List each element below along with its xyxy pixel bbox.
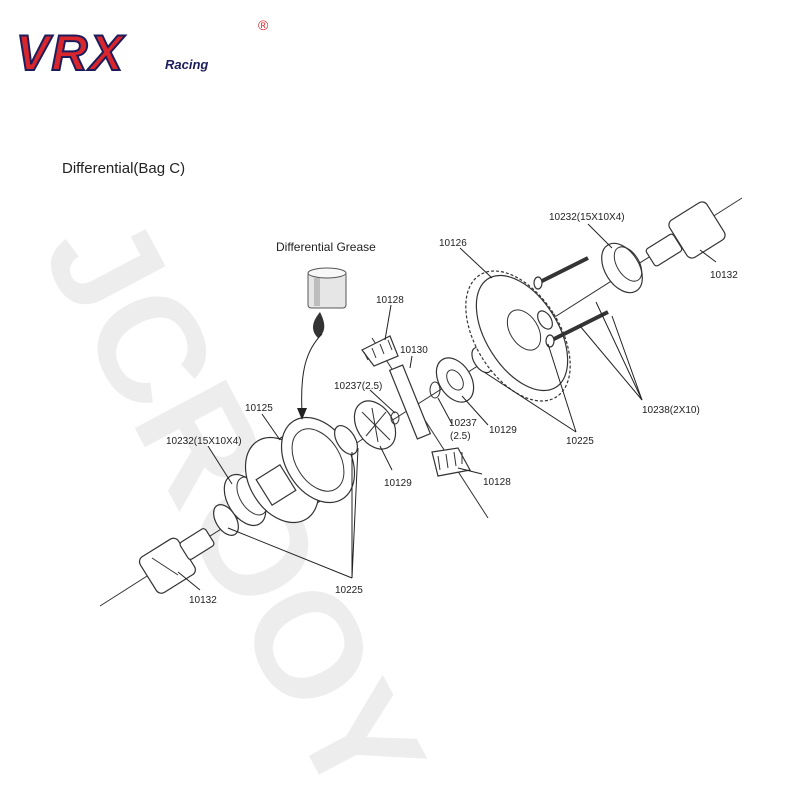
pinion-gear-top [361,335,399,367]
label-10129-left: 10129 [384,478,412,489]
label-10132-right: 10132 [710,270,738,281]
outdrive-right [645,201,726,267]
label-10128-top: 10128 [376,295,404,306]
pinion-gear-bottom [431,447,471,477]
label-10132-left: 10132 [189,595,217,606]
logo-backdrop [8,30,240,70]
spider-gear-left [353,400,397,450]
spider-gear-right [435,357,475,403]
cross-pin [388,364,432,440]
eclip-mid [429,381,441,399]
label-10232-right: 10232(15X10X4) [549,212,625,223]
label-10130: 10130 [400,345,428,356]
outdrive-left [138,528,215,594]
label-10237-mid-size: (2.5) [450,431,471,442]
pinion-axis-line [371,337,489,519]
bearing-right [601,242,643,294]
grease-label: Differential Grease [276,240,376,254]
grease-arrow [301,333,323,413]
label-10238: 10238(2X10) [642,405,700,416]
vrx-logo: VRX Racing ® [8,17,269,82]
label-10237-left: 10237(2.5) [334,381,382,392]
page-title: Differential(Bag C) [62,160,185,177]
registered-mark: ® [258,17,269,33]
label-10225-right: 10225 [566,436,594,447]
label-10125: 10125 [245,403,273,414]
eclip-left [390,411,400,425]
label-10225-bottom: 10225 [335,585,363,596]
case-oring [333,425,359,455]
ring-gear [465,270,571,402]
leader-lines [177,223,717,591]
label-10232-left: 10232(15X10X4) [166,436,242,447]
logo-text: VRX [16,25,125,81]
label-10128-bottom: 10128 [483,477,511,488]
logo-sub-text: Racing [165,57,208,72]
screws [533,256,609,348]
grease-container [307,267,347,338]
label-10129-right: 10129 [489,425,517,436]
label-10237-mid: 10237 [449,418,477,429]
grease-arrowhead [297,408,307,420]
label-10126: 10126 [439,238,467,249]
